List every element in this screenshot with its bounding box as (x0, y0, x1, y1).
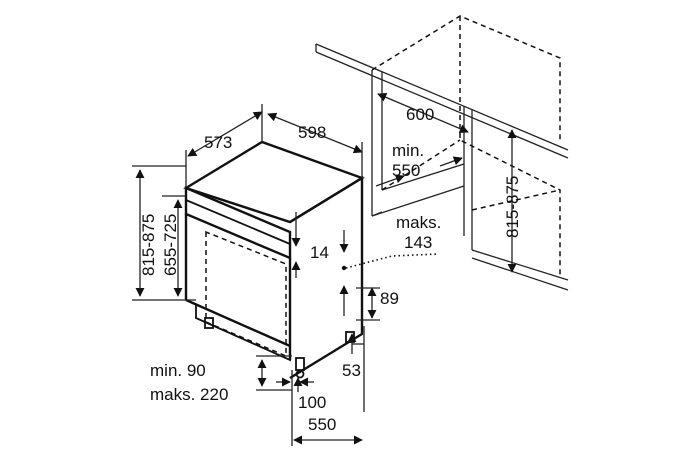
label-815-875-left: 815-875 (139, 214, 158, 276)
dimension-100: 100 (276, 370, 326, 446)
label-550-bottom: 550 (308, 415, 336, 434)
dimension-815-875-right: 815-875 (503, 129, 522, 273)
dimension-598: 598 (267, 112, 363, 178)
label-53: 53 (342, 361, 361, 380)
dimension-min-550: min. 550 (375, 141, 463, 187)
dimension-573: 573 (185, 104, 263, 188)
label-100: 100 (298, 393, 326, 412)
cabinet-niche (315, 15, 569, 291)
dimension-550-bottom: 550 (293, 415, 363, 445)
label-573: 573 (204, 133, 232, 152)
dimension-maks-143: maks. 143 (341, 213, 441, 271)
label-815-875-right: 815-875 (503, 176, 522, 238)
label-89: 89 (380, 289, 399, 308)
label-550-top: 550 (392, 161, 420, 180)
dimension-min-90-maks-220: min. 90 maks. 220 (150, 355, 292, 404)
dimension-14: 14 (291, 212, 349, 278)
dishwasher-body (183, 140, 365, 380)
label-14: 14 (310, 243, 329, 262)
dimension-600: 600 (377, 92, 469, 134)
label-598: 598 (298, 123, 326, 142)
dimension-89: 89 (339, 285, 399, 321)
label-143: 143 (404, 233, 432, 252)
label-maks-220: maks. 220 (150, 385, 228, 404)
label-600: 600 (406, 105, 434, 124)
label-655-725: 655-725 (161, 214, 180, 276)
dimension-815-875-left: 815-875 (132, 165, 196, 301)
label-min-90: min. 90 (150, 361, 206, 380)
label-min: min. (392, 141, 424, 160)
label-maks: maks. (396, 213, 441, 232)
dimension-53: 53 (342, 326, 365, 412)
dimension-655-725: 655-725 (161, 195, 186, 297)
